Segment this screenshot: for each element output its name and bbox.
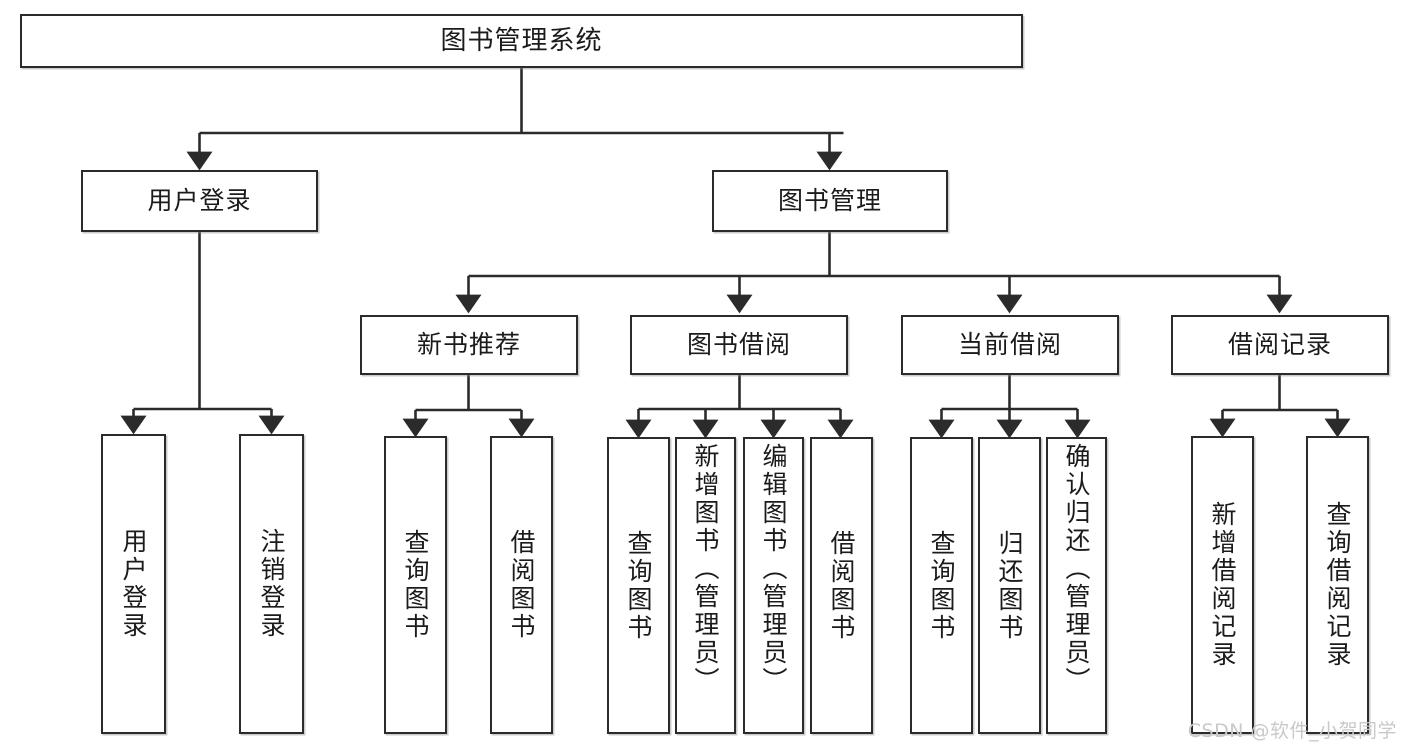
- node-label: 用户登录: [147, 186, 252, 216]
- leaf-add-book-admin[interactable]: 新增图书（管理员）: [675, 437, 736, 734]
- node-label: 图书管理系统: [440, 25, 603, 56]
- node-label: 用户登录: [119, 528, 148, 640]
- node-label: 查询图书: [624, 529, 653, 642]
- node-current-borrow[interactable]: 当前借阅: [901, 315, 1119, 375]
- node-label: 当前借阅: [957, 330, 1062, 360]
- csdn-watermark: CSDN @软件_小贺同学: [1187, 720, 1397, 742]
- node-root-book-management-system[interactable]: 图书管理系统: [20, 14, 1023, 68]
- node-borrow-record[interactable]: 借阅记录: [1171, 315, 1389, 375]
- leaf-query-borrow-record[interactable]: 查询借阅记录: [1306, 436, 1369, 734]
- node-book-management[interactable]: 图书管理: [712, 170, 948, 232]
- node-new-book-recommend[interactable]: 新书推荐: [360, 315, 578, 375]
- leaf-user-login[interactable]: 用户登录: [101, 434, 166, 734]
- leaf-edit-book-admin[interactable]: 编辑图书（管理员）: [743, 437, 804, 734]
- leaf-add-borrow-record[interactable]: 新增借阅记录: [1191, 436, 1254, 734]
- leaf-query-book-recommend[interactable]: 查询图书: [384, 436, 447, 734]
- leaf-logout[interactable]: 注销登录: [239, 434, 304, 734]
- node-label: 查询图书: [401, 529, 430, 641]
- node-label: 图书借阅: [686, 330, 791, 360]
- node-label: 编辑图书（管理员）: [759, 443, 788, 695]
- node-label: 注销登录: [257, 528, 286, 640]
- node-label: 借阅图书: [507, 529, 536, 641]
- node-label: 归还图书: [995, 529, 1024, 642]
- leaf-query-book-borrow[interactable]: 查询图书: [607, 437, 670, 734]
- leaf-confirm-return-admin[interactable]: 确认归还（管理员）: [1046, 437, 1107, 734]
- node-label: 图书管理: [777, 186, 882, 216]
- node-label: 查询图书: [927, 529, 956, 642]
- leaf-query-book-current[interactable]: 查询图书: [910, 437, 973, 734]
- node-label: 新增借阅记录: [1208, 501, 1237, 669]
- node-user-login[interactable]: 用户登录: [81, 170, 318, 232]
- leaf-borrow-book-recommend[interactable]: 借阅图书: [490, 436, 553, 734]
- node-label: 新书推荐: [416, 330, 521, 360]
- leaf-return-book[interactable]: 归还图书: [978, 437, 1041, 734]
- node-label: 借阅图书: [827, 529, 856, 642]
- node-label: 借阅记录: [1227, 330, 1332, 360]
- node-label: 查询借阅记录: [1323, 501, 1352, 669]
- node-label: 新增图书（管理员）: [691, 443, 720, 695]
- node-label: 确认归还（管理员）: [1062, 443, 1091, 695]
- node-book-borrow[interactable]: 图书借阅: [630, 315, 848, 375]
- leaf-borrow-book[interactable]: 借阅图书: [810, 437, 873, 734]
